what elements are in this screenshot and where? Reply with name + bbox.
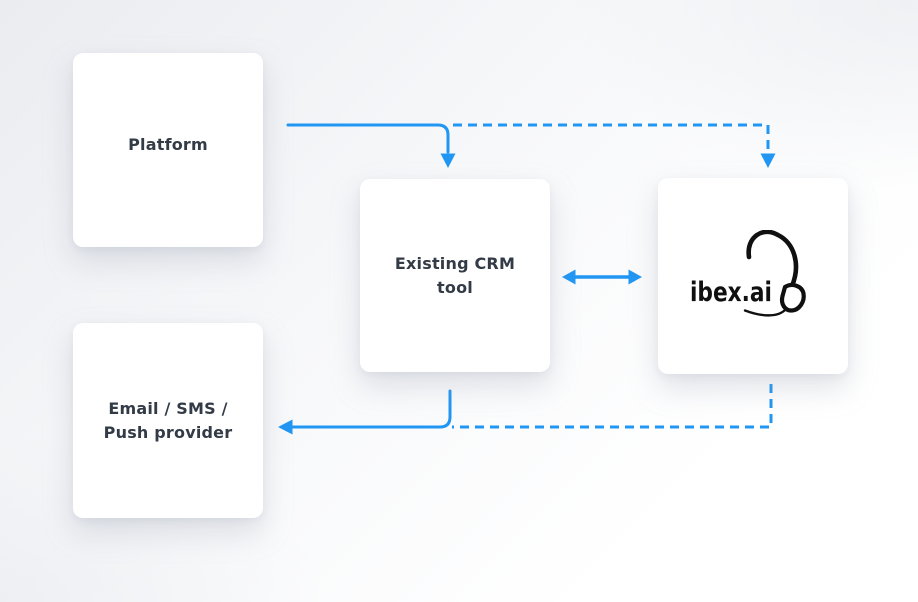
node-platform-label-text: Platform <box>128 135 208 155</box>
connector-ibex-to-provider <box>452 384 773 429</box>
ibex-horn-icon <box>743 230 806 317</box>
arrowhead-left-icon <box>278 419 293 435</box>
connector-crm-to-provider <box>278 389 452 435</box>
node-existing-crm-tool: Existing CRM tool <box>360 179 550 372</box>
arrowhead-down-icon <box>760 153 776 168</box>
ibex-logo-text: ibex.ai <box>690 277 772 308</box>
connector-platform-to-crm <box>286 123 456 168</box>
node-provider-label-line1: Email / SMS / <box>108 399 228 419</box>
arrowhead-right-icon <box>628 269 642 285</box>
node-provider-label-line2: Push provider <box>103 422 233 442</box>
node-ibex-ai: ibex.ai <box>658 178 848 374</box>
node-provider-label: Email / SMS / Push provider <box>104 397 233 443</box>
arrowhead-down-icon <box>440 153 456 168</box>
node-crm-label-line1: Existing CRM <box>394 254 516 274</box>
ibex-ai-logo: ibex.ai <box>690 230 806 317</box>
node-crm-label-line2: tool <box>437 277 473 297</box>
connector-platform-to-ibex <box>453 123 776 168</box>
node-email-sms-push-provider: Email / SMS / Push provider <box>73 323 263 518</box>
arrowhead-left-icon <box>562 269 576 285</box>
connector-crm-ibex-sync <box>562 269 642 285</box>
node-platform: Platform <box>73 53 263 247</box>
node-platform-label: Platform <box>128 133 208 156</box>
node-crm-label: Existing CRM tool <box>395 252 515 298</box>
